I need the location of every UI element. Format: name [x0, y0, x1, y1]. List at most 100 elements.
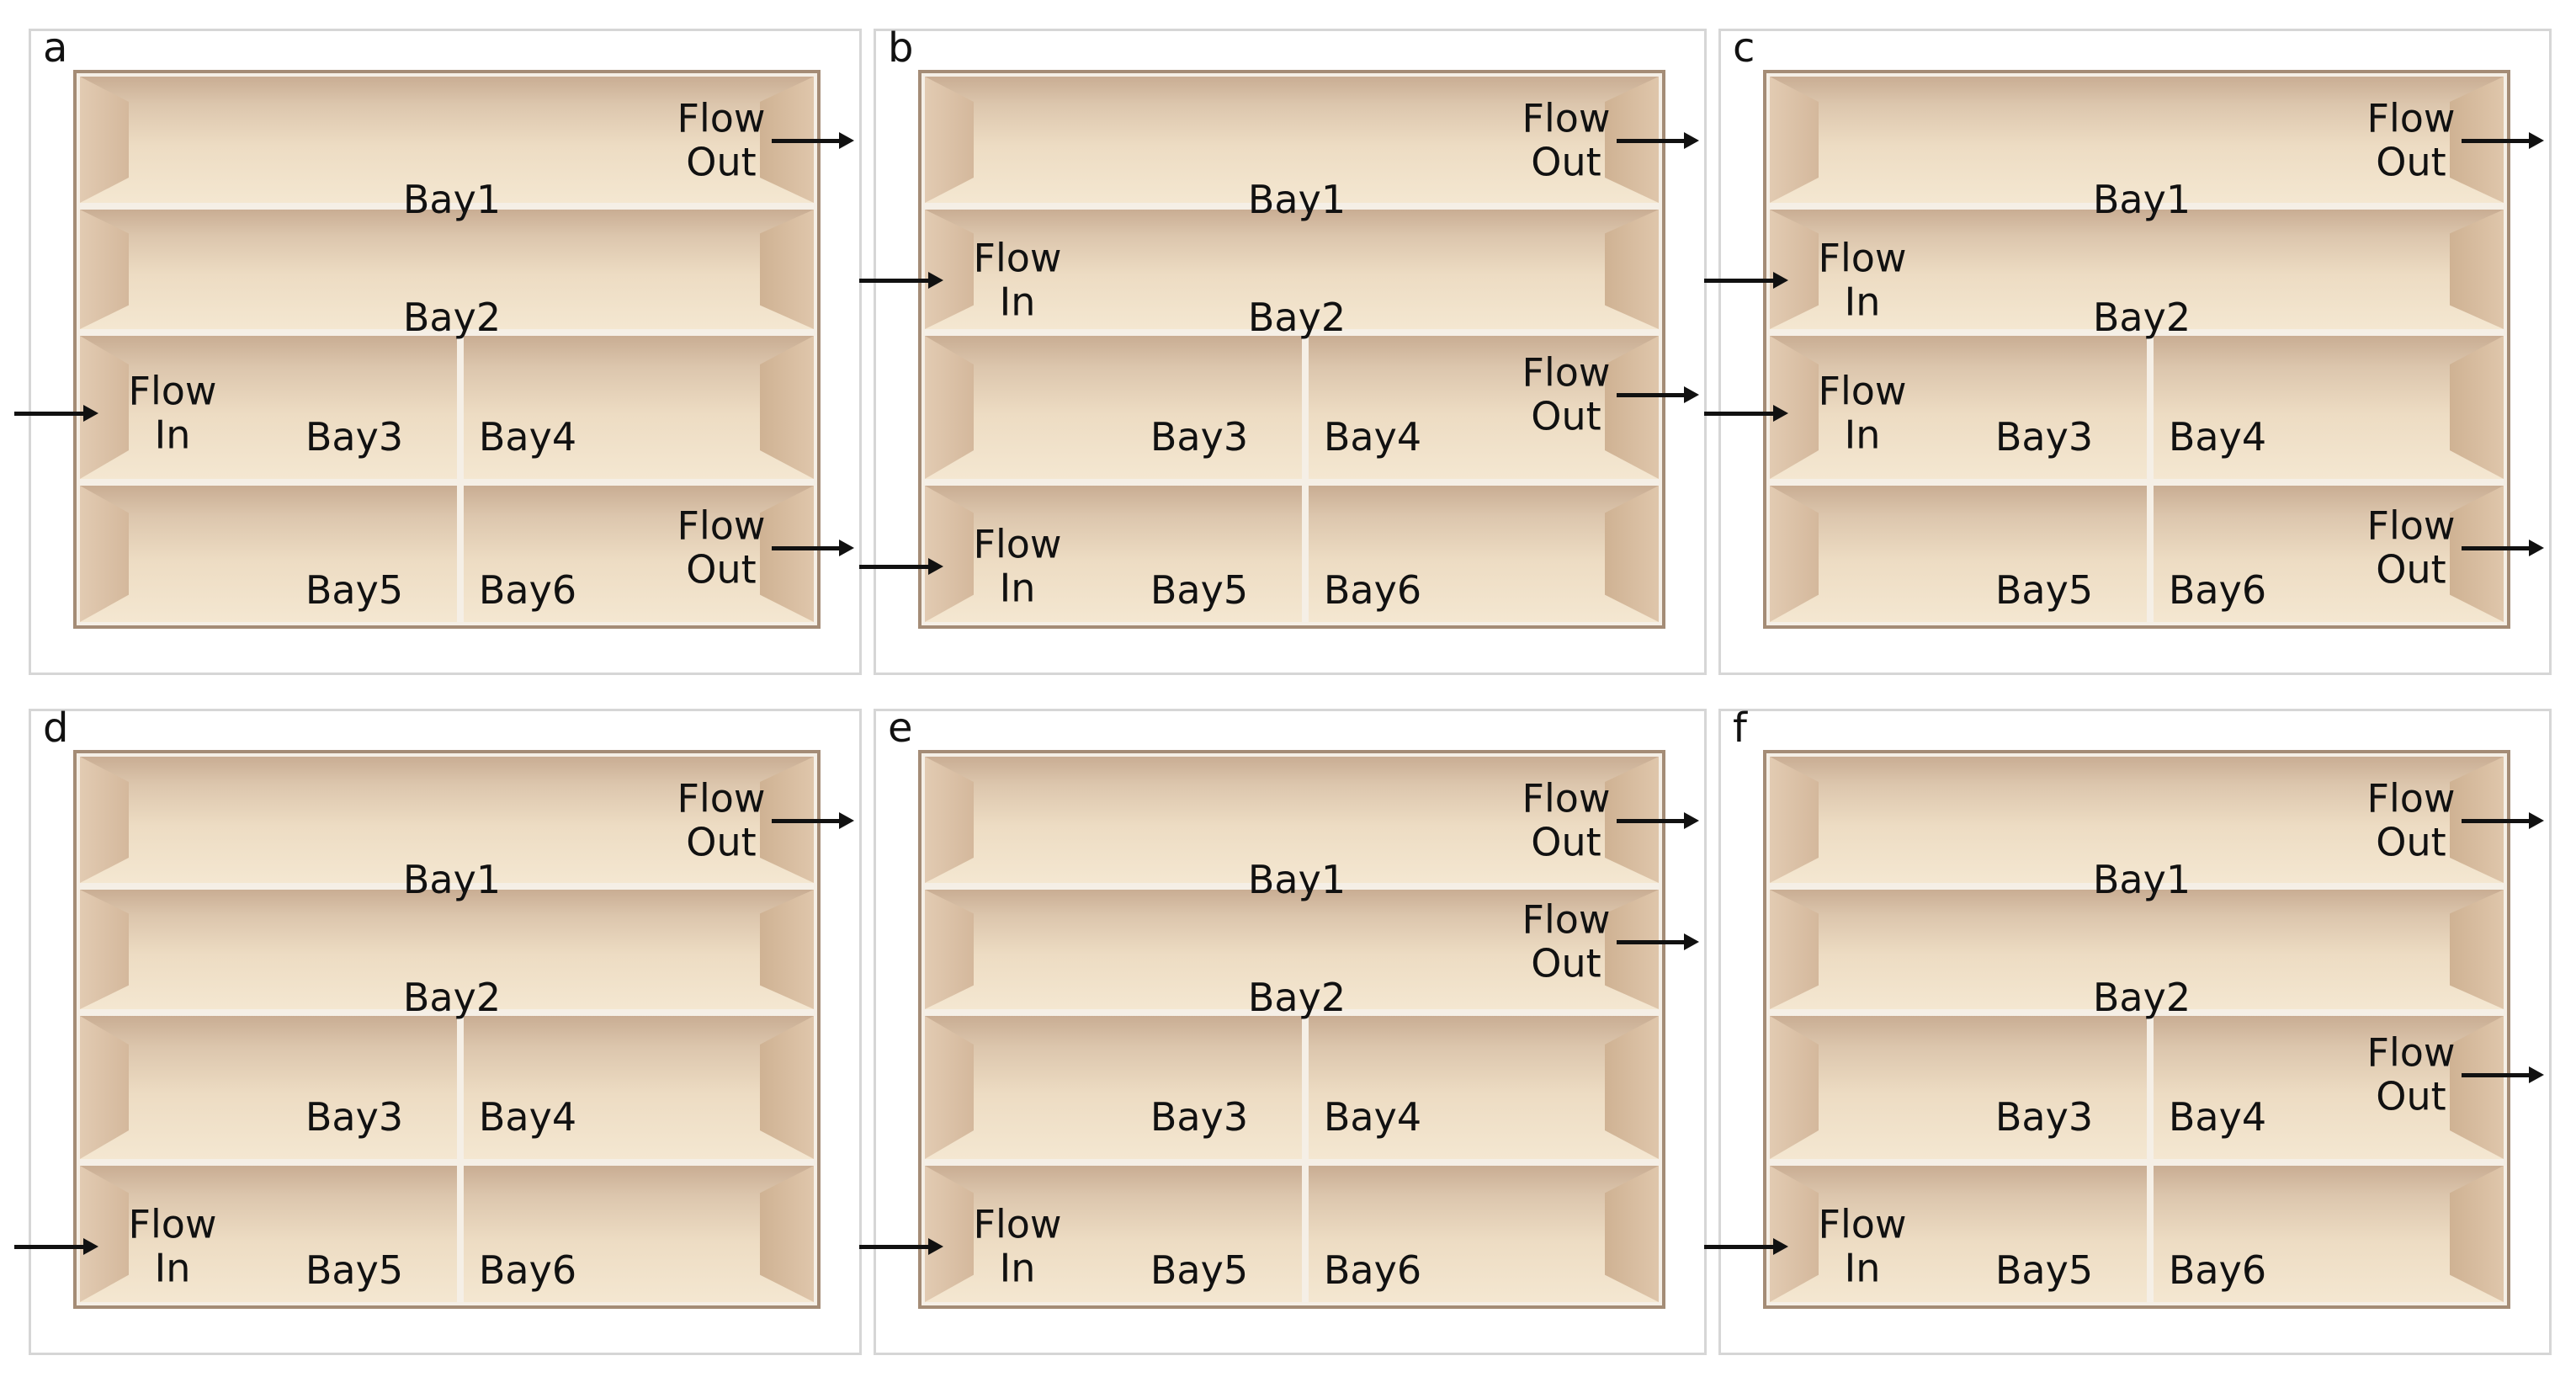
bay-box — [1763, 70, 2510, 629]
bay-1 — [77, 73, 817, 206]
bay-label: Bay4 — [2168, 414, 2267, 460]
bay-label: Bay1 — [1247, 857, 1346, 902]
flow-out-arrow — [2462, 132, 2544, 149]
bay-2 — [922, 886, 1662, 1013]
bay-label: Bay3 — [1994, 1094, 2094, 1140]
bay-label: Bay4 — [1323, 414, 1422, 460]
bay-label: Bay1 — [2092, 857, 2191, 902]
bay-label: Bay2 — [2092, 975, 2191, 1020]
flow-out-arrow — [1617, 132, 1699, 149]
bay-label: Bay2 — [402, 295, 502, 340]
bay-1 — [1766, 73, 2507, 206]
flow-out-arrow — [2462, 812, 2544, 829]
panel-letter: d — [43, 704, 69, 752]
bay-label: Bay5 — [305, 567, 404, 613]
bay-2 — [1766, 886, 2507, 1013]
bay-6 — [1305, 1162, 1662, 1305]
flow-out-arrow — [2462, 540, 2544, 556]
flow-label-line2: Out — [1531, 393, 1601, 439]
flow-label-line2: In — [154, 412, 191, 457]
flow-in-arrow — [859, 1238, 943, 1255]
flow-label-line2: Out — [686, 819, 757, 864]
flow-label-line1: Flow — [1522, 896, 1611, 943]
flow-label-line2: In — [154, 1245, 191, 1290]
bay-box — [73, 750, 821, 1309]
flow-label-line2: In — [999, 1245, 1036, 1290]
flow-label-line2: In — [1844, 1245, 1881, 1290]
flow-label-line1: Flow — [677, 502, 766, 549]
bay-6 — [460, 1162, 817, 1305]
bay-label: Bay3 — [305, 1094, 404, 1140]
panel-letter: a — [43, 24, 68, 72]
flow-label-line2: Out — [2376, 546, 2446, 592]
bay-6 — [460, 482, 817, 625]
bay-5 — [922, 1162, 1305, 1305]
bay-5 — [1766, 1162, 2150, 1305]
flow-out-arrow — [1617, 933, 1699, 950]
flow-in-arrow — [859, 558, 943, 575]
flow-out-arrow — [772, 812, 854, 829]
flow-label-line2: Out — [2376, 819, 2446, 864]
flow-out-arrow — [2462, 1066, 2544, 1083]
bay-4 — [460, 1013, 817, 1162]
bay-6 — [2150, 1162, 2507, 1305]
flow-label-line2: Out — [2376, 139, 2446, 184]
bay-1 — [922, 73, 1662, 206]
flow-label-line2: In — [999, 279, 1036, 324]
bay-box — [918, 750, 1665, 1309]
flow-label-line1: Flow — [2366, 502, 2456, 549]
bay-label: Bay1 — [2092, 177, 2191, 222]
flow-label-line1: Flow — [1522, 775, 1611, 821]
flow-label-line2: Out — [686, 546, 757, 592]
bay-box — [73, 70, 821, 629]
flow-label-line2: In — [1844, 412, 1881, 457]
bay-label: Bay1 — [1247, 177, 1346, 222]
bay-box — [1763, 750, 2510, 1309]
bay-4 — [1305, 1013, 1662, 1162]
bay-label: Bay2 — [402, 975, 502, 1020]
bay-box — [918, 70, 1665, 629]
flow-label-line1: Flow — [2366, 95, 2456, 141]
bay-label: Bay1 — [402, 857, 502, 902]
bay-6 — [1305, 482, 1662, 625]
bay-label: Bay1 — [402, 177, 502, 222]
flow-out-arrow — [1617, 386, 1699, 403]
flow-out-arrow — [772, 132, 854, 149]
flow-label-line2: Out — [686, 139, 757, 184]
flow-out-arrow — [1617, 812, 1699, 829]
flow-label-line1: Flow — [128, 368, 217, 414]
bay-2 — [77, 886, 817, 1013]
flow-label-line2: Out — [1531, 940, 1601, 986]
bay-2 — [77, 206, 817, 332]
bay-3 — [1766, 332, 2150, 482]
bay-label: Bay3 — [1150, 414, 1249, 460]
flow-label-line1: Flow — [2366, 775, 2456, 821]
flow-label-line2: In — [999, 565, 1036, 610]
bay-5 — [77, 482, 460, 625]
bay-2 — [922, 206, 1662, 332]
flow-label-line2: Out — [2376, 1073, 2446, 1119]
bay-label: Bay6 — [1323, 567, 1422, 613]
bay-label: Bay3 — [1994, 414, 2094, 460]
bay-label: Bay4 — [2168, 1094, 2267, 1140]
bay-2 — [1766, 206, 2507, 332]
bay-label: Bay6 — [2168, 567, 2267, 613]
flow-label-line1: Flow — [677, 775, 766, 821]
bay-label: Bay3 — [305, 414, 404, 460]
panel-letter: c — [1733, 24, 1755, 72]
